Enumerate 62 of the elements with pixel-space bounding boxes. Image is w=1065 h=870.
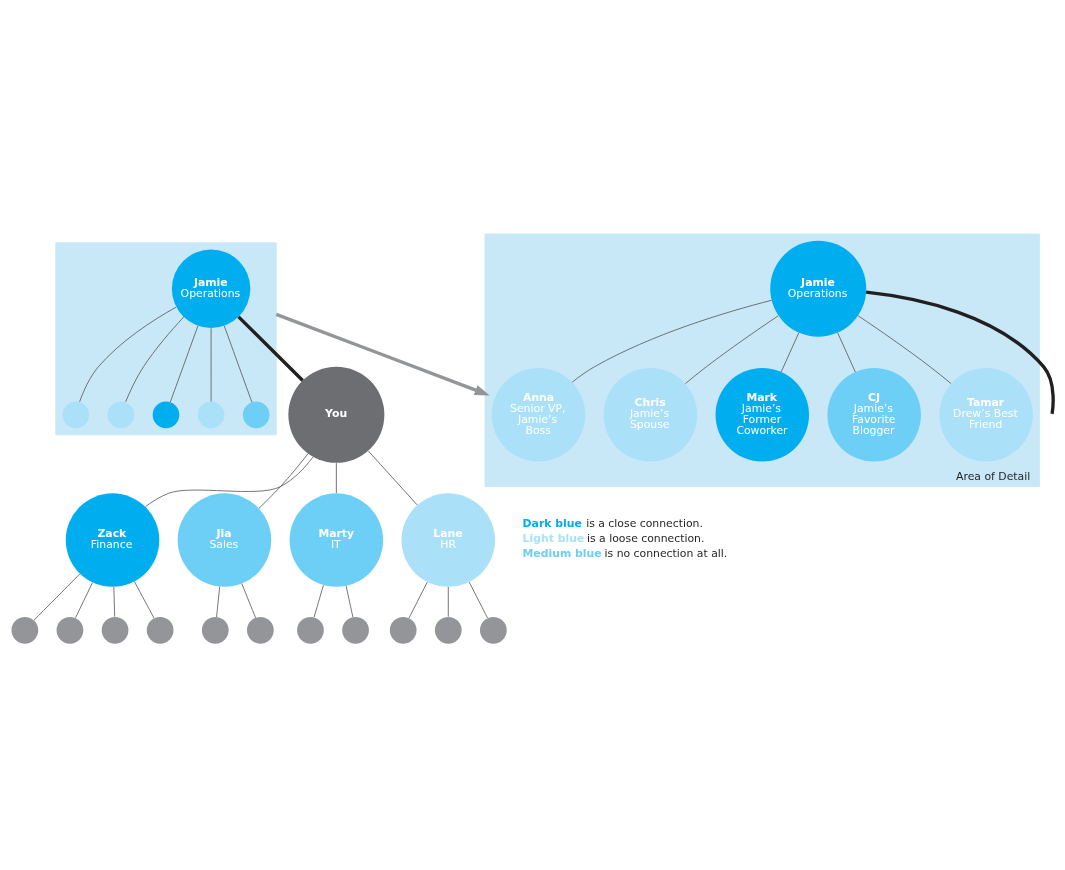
arrow	[275, 312, 490, 395]
node-circle	[434, 616, 462, 644]
node-circle: Chris Jamie’s Spouse	[603, 367, 698, 462]
node-circle	[242, 400, 270, 428]
connector	[368, 450, 418, 505]
node-circle	[152, 400, 180, 428]
connector	[145, 456, 314, 507]
connector	[241, 582, 257, 618]
node-circle	[342, 616, 369, 644]
node-circle	[101, 616, 129, 644]
node-circle	[480, 616, 507, 644]
connector	[313, 584, 324, 618]
node-circle: Jia Sales	[177, 492, 272, 587]
node-circle: Zack Finance	[65, 492, 160, 587]
node-circle	[62, 400, 90, 428]
node-circle	[107, 400, 135, 428]
connector	[210, 327, 212, 402]
node-circle: Anna Senior VP, Jamie’s Boss	[491, 367, 586, 462]
node-circle: Tamar Drew’s Best Friend	[939, 367, 1033, 462]
connector	[468, 581, 488, 618]
node-circle	[247, 616, 274, 644]
connector	[113, 586, 116, 617]
connector	[237, 315, 304, 382]
node-circle	[201, 616, 229, 644]
cluster	[55, 241, 277, 435]
node-circle	[389, 616, 417, 644]
node-label: Area of Detail	[956, 469, 1031, 483]
node-circle	[146, 616, 174, 644]
connector	[345, 585, 354, 617]
connector	[780, 331, 800, 372]
connector	[571, 299, 772, 383]
connector	[258, 452, 309, 509]
connector	[125, 316, 185, 402]
node-circle: CJ Jamie’s Favorite Blogger	[827, 367, 921, 462]
connector	[335, 462, 337, 493]
node-circle	[11, 616, 39, 644]
connector	[33, 573, 81, 621]
connector	[408, 581, 428, 618]
node-circle: You	[288, 366, 385, 463]
node-circle: Jamie Operations	[770, 240, 867, 337]
node-circle	[297, 616, 324, 644]
connector	[223, 324, 253, 403]
node-circle	[197, 400, 225, 428]
connector	[447, 586, 449, 617]
connector	[837, 331, 856, 372]
node-circle: Mark Jamie’s Former Coworker	[715, 367, 810, 462]
legend-label: Dark blue is a close connection.	[522, 516, 703, 530]
node-circle: Lane HR	[401, 492, 496, 587]
connector	[75, 581, 93, 618]
connector	[865, 290, 1055, 414]
node-circle: Jamie Operations	[171, 248, 251, 328]
node-circle: Marty IT	[289, 492, 384, 587]
connector	[133, 580, 155, 619]
connector	[216, 585, 221, 617]
cluster	[484, 233, 1040, 487]
legend-label: Medium blue is no connection at all.	[522, 546, 728, 560]
connector	[685, 314, 779, 384]
connector	[79, 306, 177, 402]
connector	[857, 314, 952, 384]
legend-label: Light blue is a loose connection.	[522, 531, 705, 545]
node-circle	[56, 616, 84, 644]
connector	[169, 324, 199, 403]
